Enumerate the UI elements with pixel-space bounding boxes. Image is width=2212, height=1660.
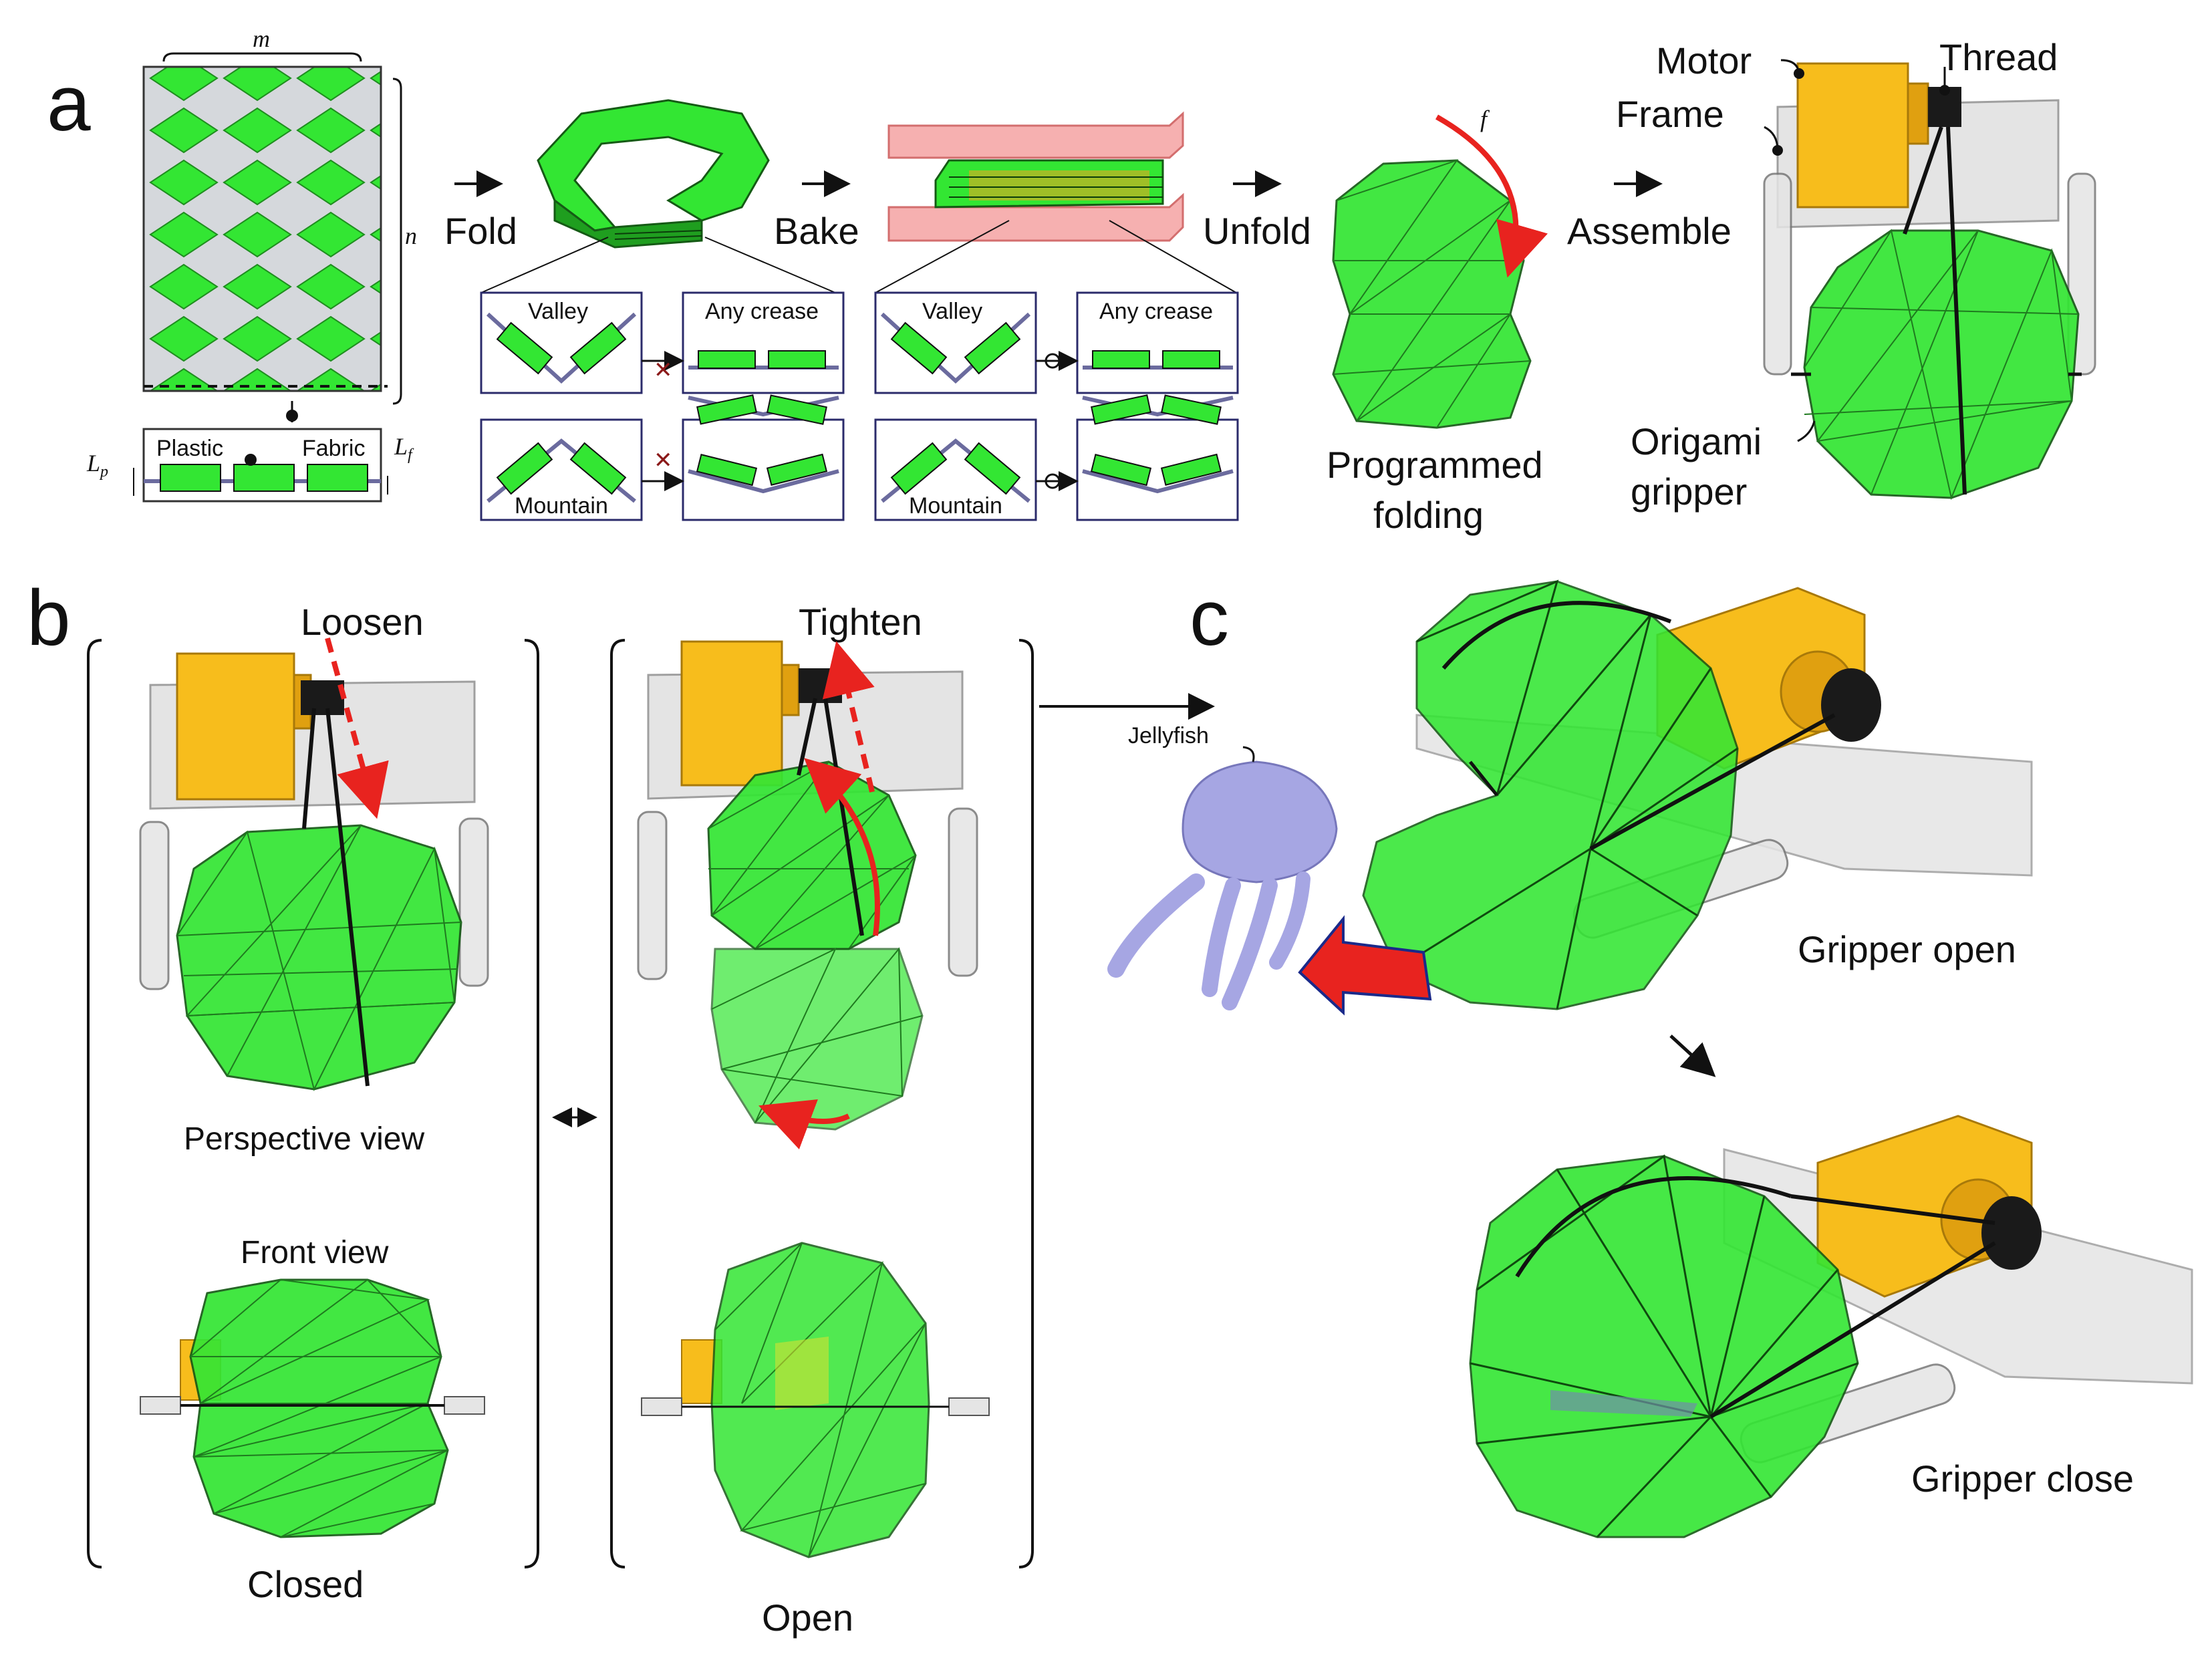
assembled-gripper xyxy=(1763,59,2096,501)
step-assemble: Assemble xyxy=(1567,210,1732,252)
unfolded-tower xyxy=(1332,114,1548,429)
step-bake: Bake xyxy=(774,210,859,252)
valley-label-2: Valley xyxy=(922,299,982,324)
loosen-label: Loosen xyxy=(301,601,424,643)
plastic-label: Plastic xyxy=(156,436,223,461)
origami-label-2: gripper xyxy=(1631,470,1747,513)
valley-label-1: Valley xyxy=(528,299,588,324)
flat-sheet-pattern xyxy=(142,65,388,392)
panel-label-a: a xyxy=(47,59,91,148)
fabric-label: Fabric xyxy=(302,436,365,461)
jellyfish-label: Jellyfish xyxy=(1128,723,1209,748)
open-label: Open xyxy=(762,1597,853,1639)
closed-perspective-gripper xyxy=(139,637,489,1091)
arrow-open-to-close xyxy=(1669,1034,1716,1077)
bracket-closed-right xyxy=(524,639,539,1568)
frame-label: Frame xyxy=(1616,93,1724,135)
thread-label: Thread xyxy=(1939,36,2058,78)
gripper-open-3d xyxy=(1298,579,2033,1016)
step-unfold: Unfold xyxy=(1203,210,1311,252)
lf-label: Lf xyxy=(394,433,414,464)
closed-front-gripper xyxy=(140,1278,485,1538)
bracket-open-left xyxy=(610,639,626,1568)
dimension-m-label: m xyxy=(253,25,270,52)
gripper-close-label: Gripper close xyxy=(1911,1458,2134,1500)
gripper-open-label: Gripper open xyxy=(1798,928,2016,970)
motor-label: Motor xyxy=(1656,39,1752,82)
tighten-label: Tighten xyxy=(799,601,922,643)
panel-label-c: c xyxy=(1190,574,1229,662)
programmed-label-2: folding xyxy=(1373,494,1484,536)
step-fold: Fold xyxy=(444,210,517,252)
crease-diagrams-bake xyxy=(874,220,1239,521)
crease-diagrams-fold: ✕ ✕ xyxy=(480,237,845,521)
folded-stack xyxy=(537,99,770,249)
bake-press xyxy=(887,111,1184,242)
lp-label: Lp xyxy=(86,450,108,480)
jellyfish-target xyxy=(1107,746,1338,1010)
bracket-closed-left xyxy=(87,639,102,1568)
origami-label-1: Origami xyxy=(1631,420,1762,462)
open-front-gripper xyxy=(641,1242,990,1558)
mountain-label-2: Mountain xyxy=(909,493,1002,519)
any-crease-label-2: Any crease xyxy=(1099,299,1213,324)
layer-cross-section xyxy=(142,401,382,503)
dimension-m-bracket xyxy=(162,52,362,62)
programmed-label-1: Programmed xyxy=(1327,444,1543,486)
mountain-label-1: Mountain xyxy=(515,493,608,519)
front-view-label: Front view xyxy=(241,1235,389,1270)
dimension-n-bracket xyxy=(392,78,402,405)
force-label: f xyxy=(1480,106,1490,132)
svg-text:✕: ✕ xyxy=(654,358,673,383)
any-crease-label-1: Any crease xyxy=(705,299,819,324)
dimension-n-label: n xyxy=(405,223,417,249)
gripper-close-3d xyxy=(1469,1115,2193,1538)
closed-label: Closed xyxy=(247,1563,364,1605)
panel-label-b: b xyxy=(27,574,71,662)
bracket-open-right xyxy=(1018,639,1034,1568)
open-perspective-gripper xyxy=(637,640,978,1149)
svg-text:✕: ✕ xyxy=(654,448,673,473)
perspective-label-closed: Perspective view xyxy=(184,1121,424,1157)
